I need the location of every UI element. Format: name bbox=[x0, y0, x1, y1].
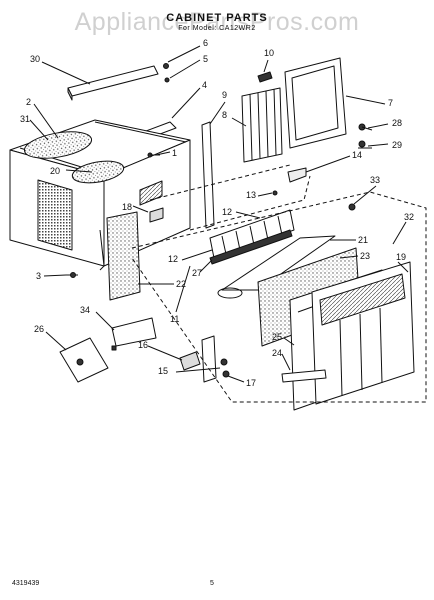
callout-22: 22 bbox=[176, 279, 186, 289]
part-21-wire-frame bbox=[217, 235, 336, 299]
callout-31: 31 bbox=[20, 114, 30, 124]
part-29-clip bbox=[358, 140, 372, 149]
part-6-screw bbox=[163, 63, 169, 69]
callout-1: 1 bbox=[172, 148, 177, 158]
part-13-screw bbox=[272, 190, 278, 196]
callout-7: 7 bbox=[388, 98, 393, 108]
callout-10: 10 bbox=[264, 48, 274, 58]
callout-13: 13 bbox=[246, 190, 256, 200]
part-32-enclosure bbox=[131, 191, 427, 403]
callout-17: 17 bbox=[246, 378, 256, 388]
callout-2: 2 bbox=[26, 97, 31, 107]
callout-12b: 12 bbox=[168, 254, 178, 264]
watermark: AppliancePartsPros.com bbox=[74, 8, 360, 36]
callout-6: 6 bbox=[203, 38, 208, 48]
part-5-screw bbox=[164, 77, 170, 83]
part-14-bracket bbox=[287, 167, 307, 183]
part-24-strip bbox=[281, 369, 327, 383]
part-10-clip bbox=[257, 71, 273, 83]
callout-27: 27 bbox=[192, 268, 202, 278]
callout-8: 8 bbox=[222, 110, 227, 120]
part-3-screw bbox=[66, 272, 78, 278]
callout-24: 24 bbox=[272, 348, 282, 358]
part-31-top-insulation bbox=[23, 131, 93, 159]
callout-25: 25 bbox=[272, 332, 282, 342]
callout-23: 23 bbox=[360, 251, 370, 261]
callout-28: 28 bbox=[392, 118, 402, 128]
callout-20: 20 bbox=[50, 166, 60, 176]
callout-29: 29 bbox=[392, 140, 402, 150]
callout-33: 33 bbox=[370, 175, 380, 185]
part-9-strip bbox=[201, 121, 215, 229]
callout-26: 26 bbox=[34, 324, 44, 334]
callout-32: 32 bbox=[404, 212, 414, 222]
callout-15: 15 bbox=[158, 366, 168, 376]
part-7-curtain-frame bbox=[284, 57, 347, 149]
part-30-top-rail bbox=[67, 65, 159, 101]
callout-3: 3 bbox=[36, 271, 41, 281]
part-12-louver-assembly bbox=[209, 209, 295, 265]
part-28-screw bbox=[358, 123, 373, 131]
part-33-screw bbox=[348, 203, 356, 211]
part-20-insulation bbox=[71, 160, 125, 184]
part-17-screw bbox=[222, 370, 230, 378]
part-15-screw bbox=[220, 358, 228, 366]
part-16-plate bbox=[201, 335, 217, 383]
callout-9: 9 bbox=[222, 90, 227, 100]
part-18-bracket bbox=[149, 207, 164, 223]
callout-18: 18 bbox=[122, 202, 132, 212]
callout-19: 19 bbox=[396, 252, 406, 262]
part-19-front-grille bbox=[311, 261, 415, 405]
part-22-side-panel bbox=[106, 211, 141, 301]
callout-34: 34 bbox=[80, 305, 90, 315]
diagram-subtitle: For Model: CA12WR2 bbox=[178, 25, 256, 32]
callout-21: 21 bbox=[358, 235, 368, 245]
callout-16: 16 bbox=[138, 340, 148, 350]
part-16-bracket bbox=[179, 351, 201, 371]
callout-11: 11 bbox=[170, 314, 179, 324]
callout-5: 5 bbox=[203, 54, 208, 64]
part-26-bracket bbox=[59, 337, 109, 383]
part-34-panel bbox=[111, 317, 157, 347]
part-8-side-curtain bbox=[241, 87, 283, 163]
callout-labels: 30 6 5 10 2 31 4 9 7 8 1 28 29 14 20 33 … bbox=[20, 38, 414, 388]
callout-14: 14 bbox=[352, 150, 362, 160]
callout-30: 30 bbox=[30, 54, 40, 64]
document-number: 4319439 bbox=[12, 580, 40, 587]
diagram-title: CABINET PARTS bbox=[166, 12, 268, 24]
page-number: 5 bbox=[210, 580, 214, 587]
callout-4: 4 bbox=[202, 80, 207, 90]
callout-12: 12 bbox=[222, 207, 232, 217]
